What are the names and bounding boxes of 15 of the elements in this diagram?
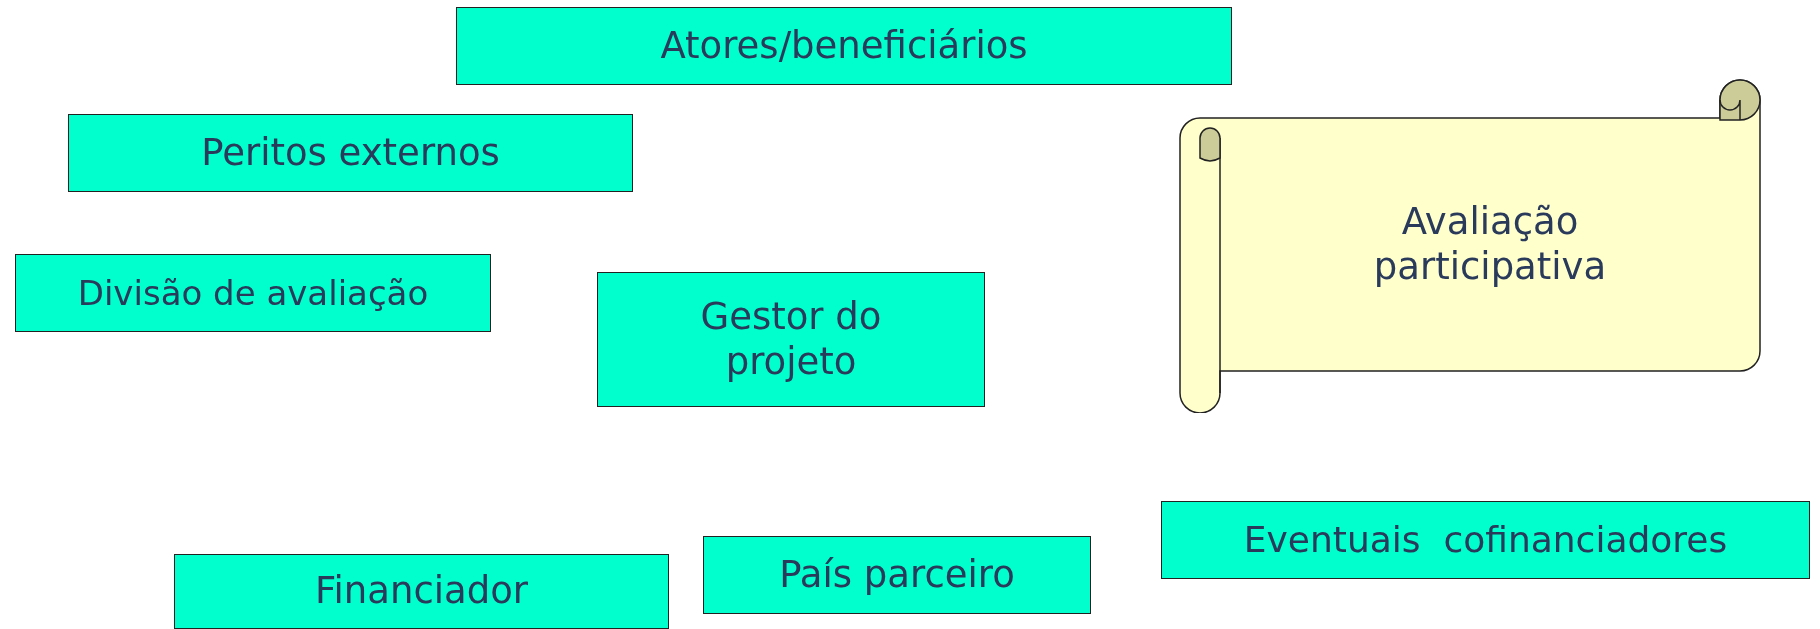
label-box: [174, 554, 669, 629]
box-label: Atores/beneficiários: [660, 23, 1028, 69]
box-label: Divisão de avaliação: [77, 272, 429, 314]
label-box: [597, 272, 985, 407]
box-label: Peritos externos: [201, 130, 500, 176]
box-label: Financiador: [314, 569, 529, 614]
label-box: [15, 254, 491, 332]
box-label: País parceiro: [779, 552, 1015, 598]
label-box: [456, 7, 1232, 85]
label-box: [68, 114, 633, 192]
scroll-text: Avaliação participativa: [1372, 200, 1608, 289]
label-box: [703, 536, 1091, 614]
box-label: Gestor do projeto: [699, 295, 883, 384]
label-box: [1161, 501, 1810, 579]
box-label: Eventuais cofinanciadores: [1243, 518, 1728, 562]
